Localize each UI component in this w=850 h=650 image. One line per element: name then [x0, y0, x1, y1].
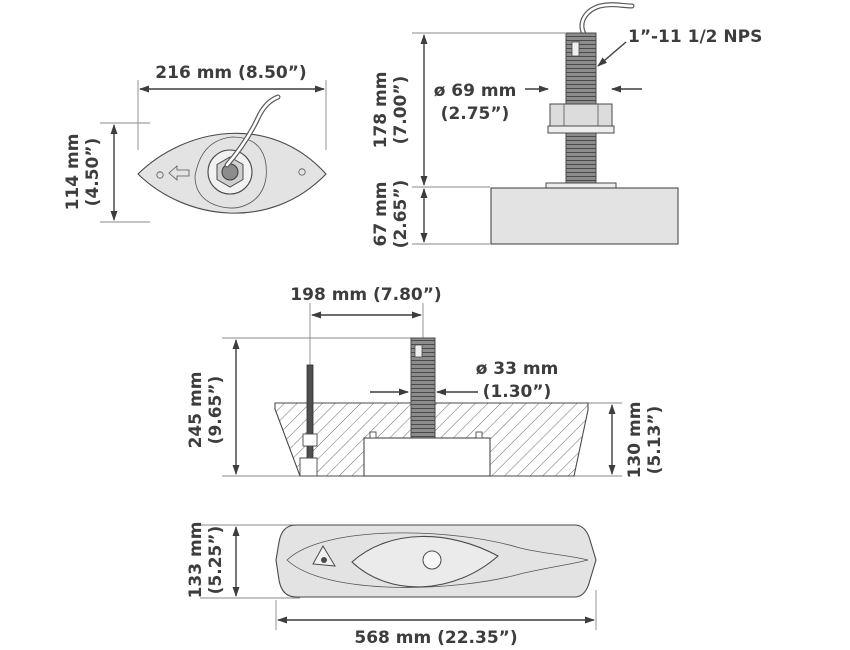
thread-leader — [597, 41, 627, 67]
section-view: 198 mm (7.80”) 245 mm (9.65”) ø 33 mm (1… — [186, 285, 665, 478]
spacing-label: 198 mm (7.80”) — [290, 285, 441, 305]
bottom-height-in-label: (5.25”) — [206, 526, 226, 595]
cable-end — [221, 163, 239, 181]
transducer-base — [490, 187, 679, 245]
stem-slot — [571, 41, 580, 57]
transducer-body — [363, 437, 491, 477]
sensor-foot — [299, 457, 318, 477]
base-height-mm-label: 67 mm — [371, 181, 391, 246]
top-view: 216 mm (8.50”) 114 mm (4.50”) — [63, 63, 327, 223]
bottom-view: 133 mm (5.25”) 568 mm (22.35”) — [186, 522, 597, 648]
tank-height-in-label: (5.13”) — [645, 406, 665, 475]
stem-hole-icon — [422, 550, 442, 570]
arrow-forward-icon — [168, 165, 190, 181]
fairing-contour — [286, 532, 589, 588]
stem-diameter-in-label: (2.75”) — [441, 104, 510, 124]
flange — [545, 182, 617, 189]
bottom-height-mm-label: 133 mm — [186, 522, 206, 599]
top-width-label: 216 mm (8.50”) — [155, 63, 306, 83]
hex-nut — [549, 103, 613, 127]
small-diameter-in-label: (1.30”) — [483, 382, 552, 402]
stem-diameter-mm-label: ø 69 mm — [434, 81, 517, 101]
cable — [579, 2, 635, 37]
bottom-width-label: 568 mm (22.35”) — [354, 628, 517, 648]
sensor-collar — [302, 433, 318, 447]
housing-inner-ring — [194, 136, 267, 209]
small-diameter-mm-label: ø 33 mm — [476, 359, 559, 379]
block-height-mm-label: 245 mm — [186, 372, 206, 449]
tank-height-mm-label: 130 mm — [625, 402, 645, 479]
top-height-in-label: (4.50”) — [83, 138, 103, 207]
side-view: 178 mm (7.00”) 67 mm (2.65”) ø 69 mm (2.… — [371, 2, 762, 249]
cable-highlight — [225, 95, 280, 167]
stem-height-mm-label: 178 mm — [371, 72, 391, 149]
thread-spec-label: 1”-11 1/2 NPS — [628, 27, 762, 47]
stem-height-in-label: (7.00”) — [391, 76, 411, 145]
block-height-in-label: (9.65”) — [206, 376, 226, 445]
cable-highlight — [580, 3, 634, 36]
washer — [547, 125, 615, 134]
mount-tab — [369, 431, 377, 439]
stem-slot — [414, 344, 423, 358]
mounting-hole-icon — [298, 168, 306, 176]
top-height-mm-label: 114 mm — [63, 134, 83, 211]
marker-dot-icon — [321, 557, 327, 563]
sensor-rod — [306, 364, 314, 464]
mount-tab — [475, 431, 483, 439]
triangle-marker-icon — [312, 545, 336, 567]
base-height-in-label: (2.65”) — [391, 180, 411, 249]
mounting-hole-icon — [156, 171, 164, 179]
